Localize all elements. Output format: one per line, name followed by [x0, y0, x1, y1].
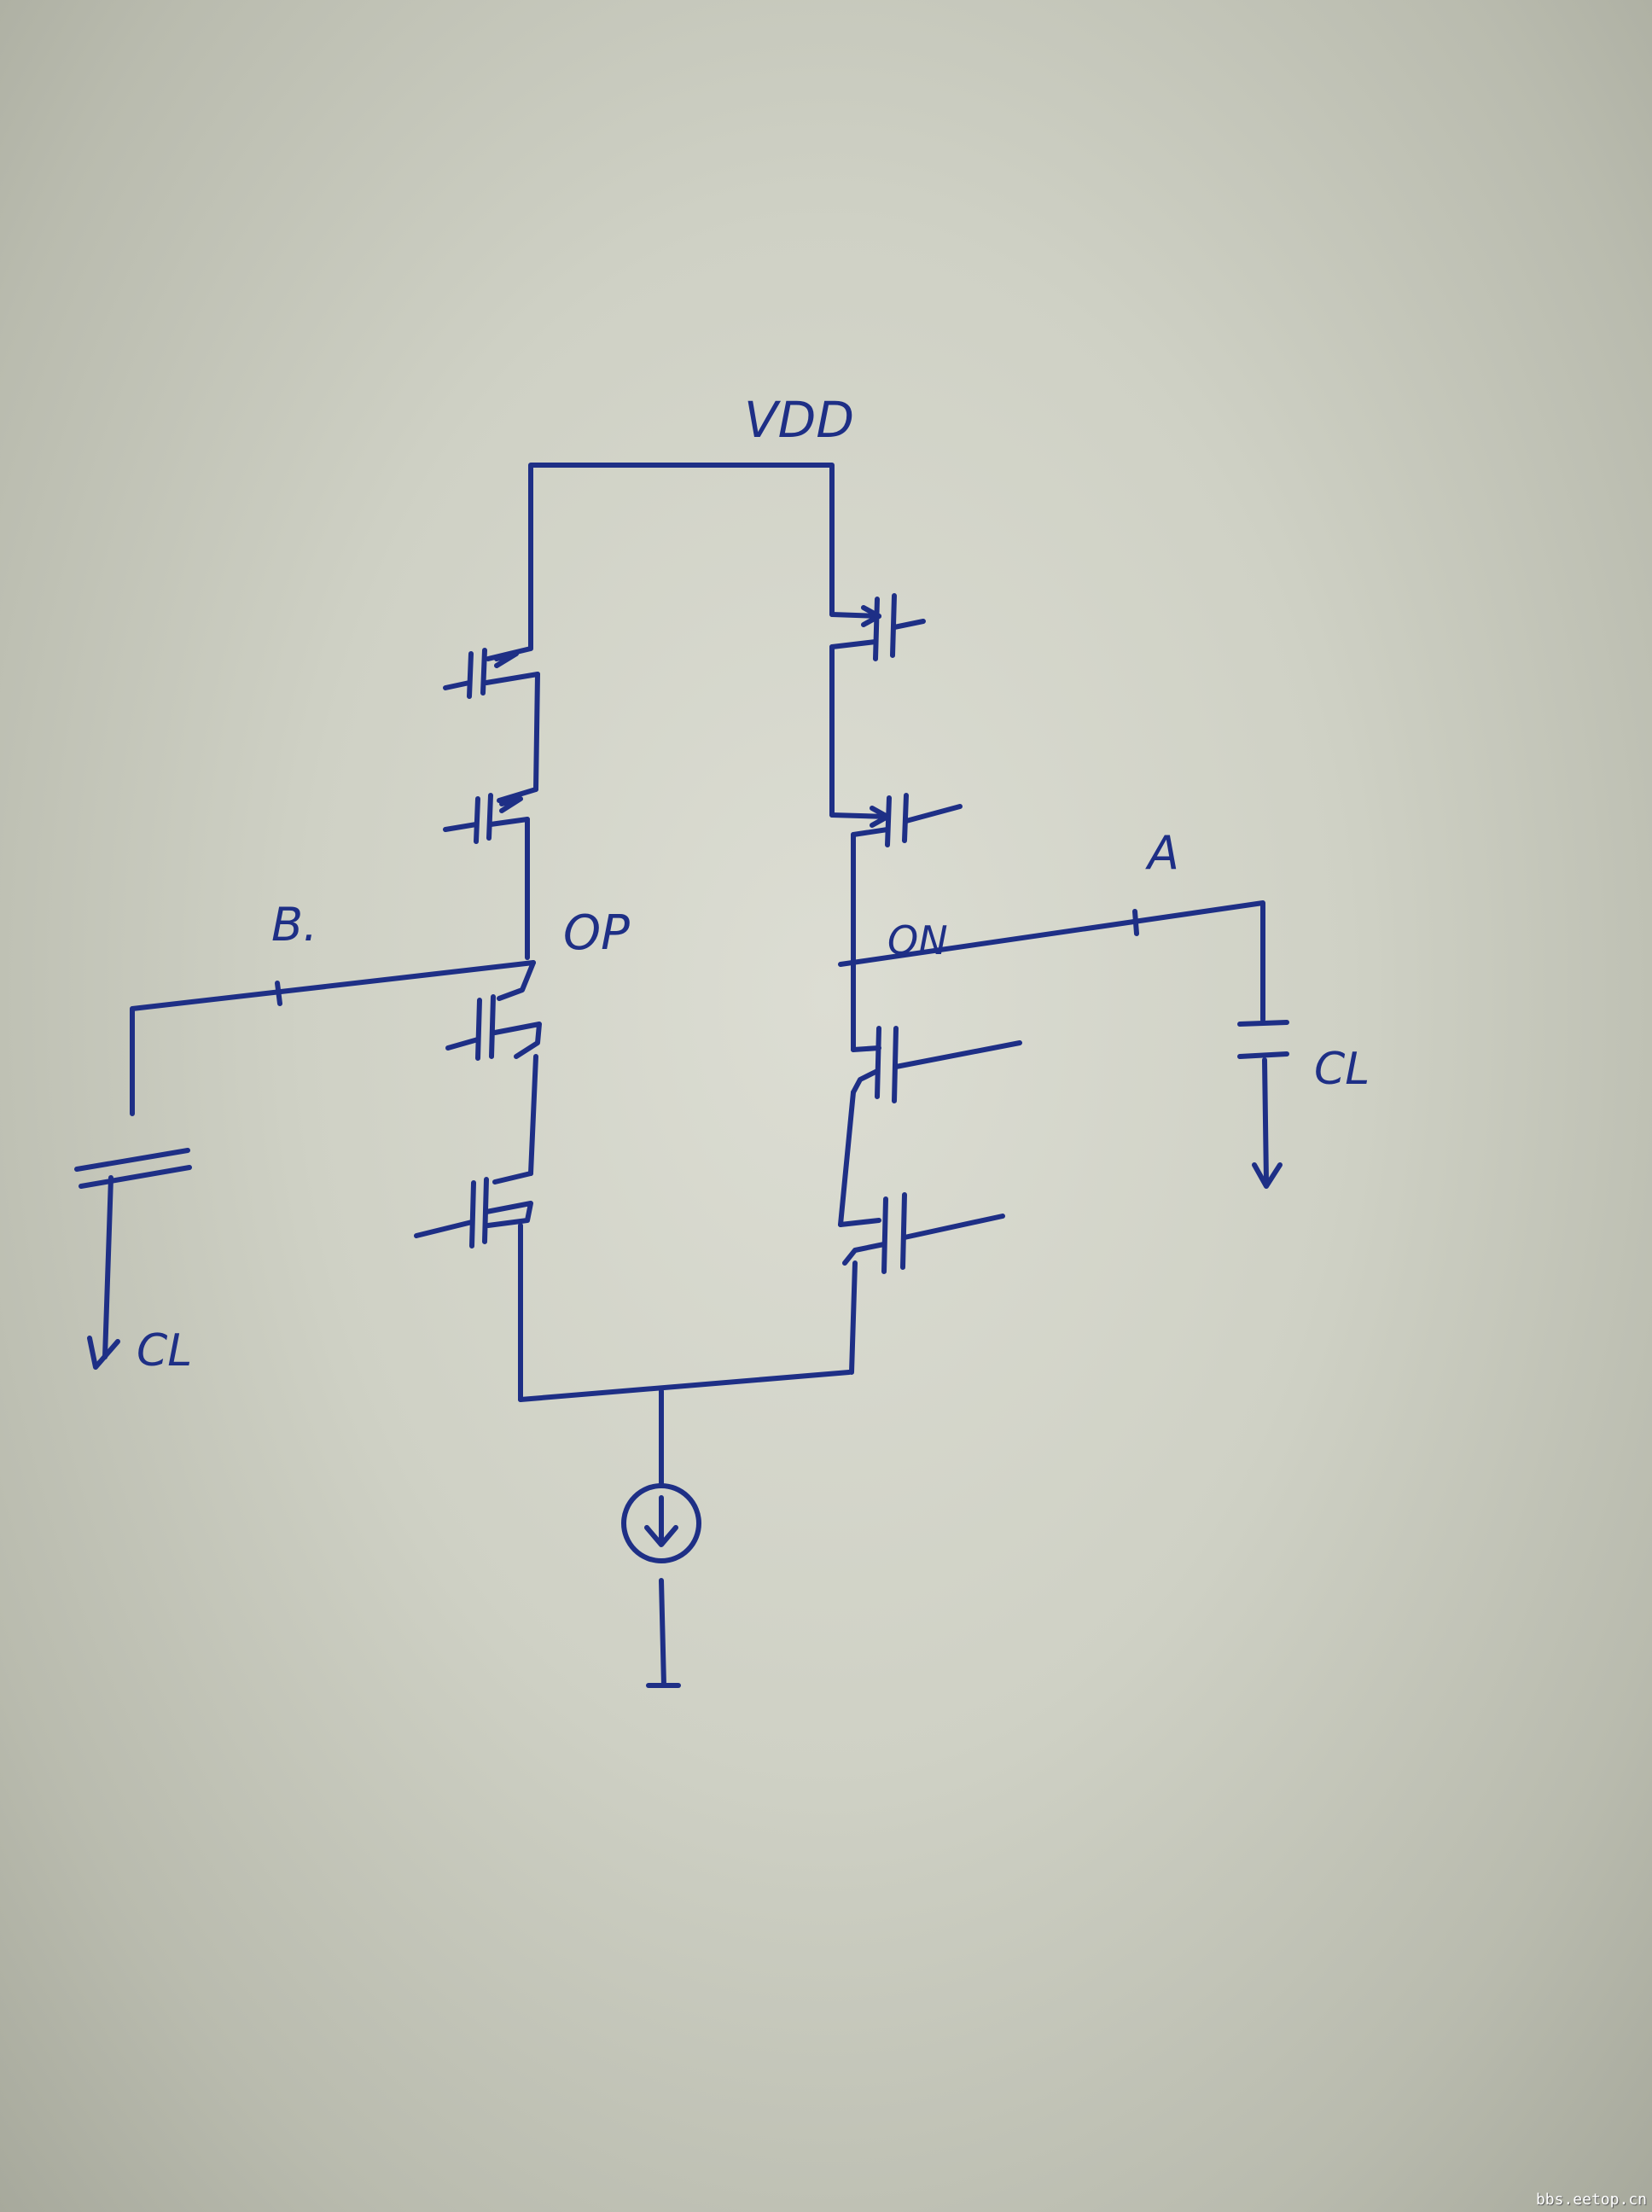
node-b-label: B.: [271, 898, 317, 952]
right-wire-to-tail: [849, 1260, 858, 1375]
right-wire-n1-n2: [838, 1090, 856, 1227]
left-nmos-2: [414, 1171, 533, 1249]
node-b-wire: [130, 960, 536, 1116]
cl-right-label: CL: [1314, 1044, 1370, 1095]
current-source-bottom-wire: [659, 1578, 666, 1688]
right-nmos-2: [838, 1192, 1005, 1274]
vdd-rail: [528, 463, 835, 647]
left-pmos-1: [443, 612, 540, 699]
right-pmos-1: [829, 593, 926, 661]
right-pmos-2: [829, 793, 963, 847]
node-a-label: A: [1145, 826, 1179, 880]
op-node-label: OP: [563, 905, 630, 961]
left-wire-n1-n2: [528, 1054, 538, 1176]
tail-current-source: [621, 1483, 701, 1563]
node-a-tick: [1132, 909, 1139, 936]
right-nmos-1: [851, 1026, 1022, 1103]
node-b-tick: [275, 981, 282, 1006]
on-node-label: ON: [887, 917, 948, 963]
cl-left-label: CL: [137, 1325, 192, 1377]
left-nmos-1: [445, 960, 542, 1061]
node-a-wire: [838, 900, 1265, 1022]
vdd-label: VDD: [744, 391, 854, 449]
right-load-capacitor: [1237, 1020, 1289, 1189]
left-wire-p1-p2: [533, 672, 540, 792]
tail-node-wire: [518, 1370, 852, 1402]
left-load-capacitor: [74, 1148, 192, 1370]
left-pmos-2: [443, 787, 538, 844]
watermark: bbs.eetop.cn: [1535, 2191, 1647, 2209]
